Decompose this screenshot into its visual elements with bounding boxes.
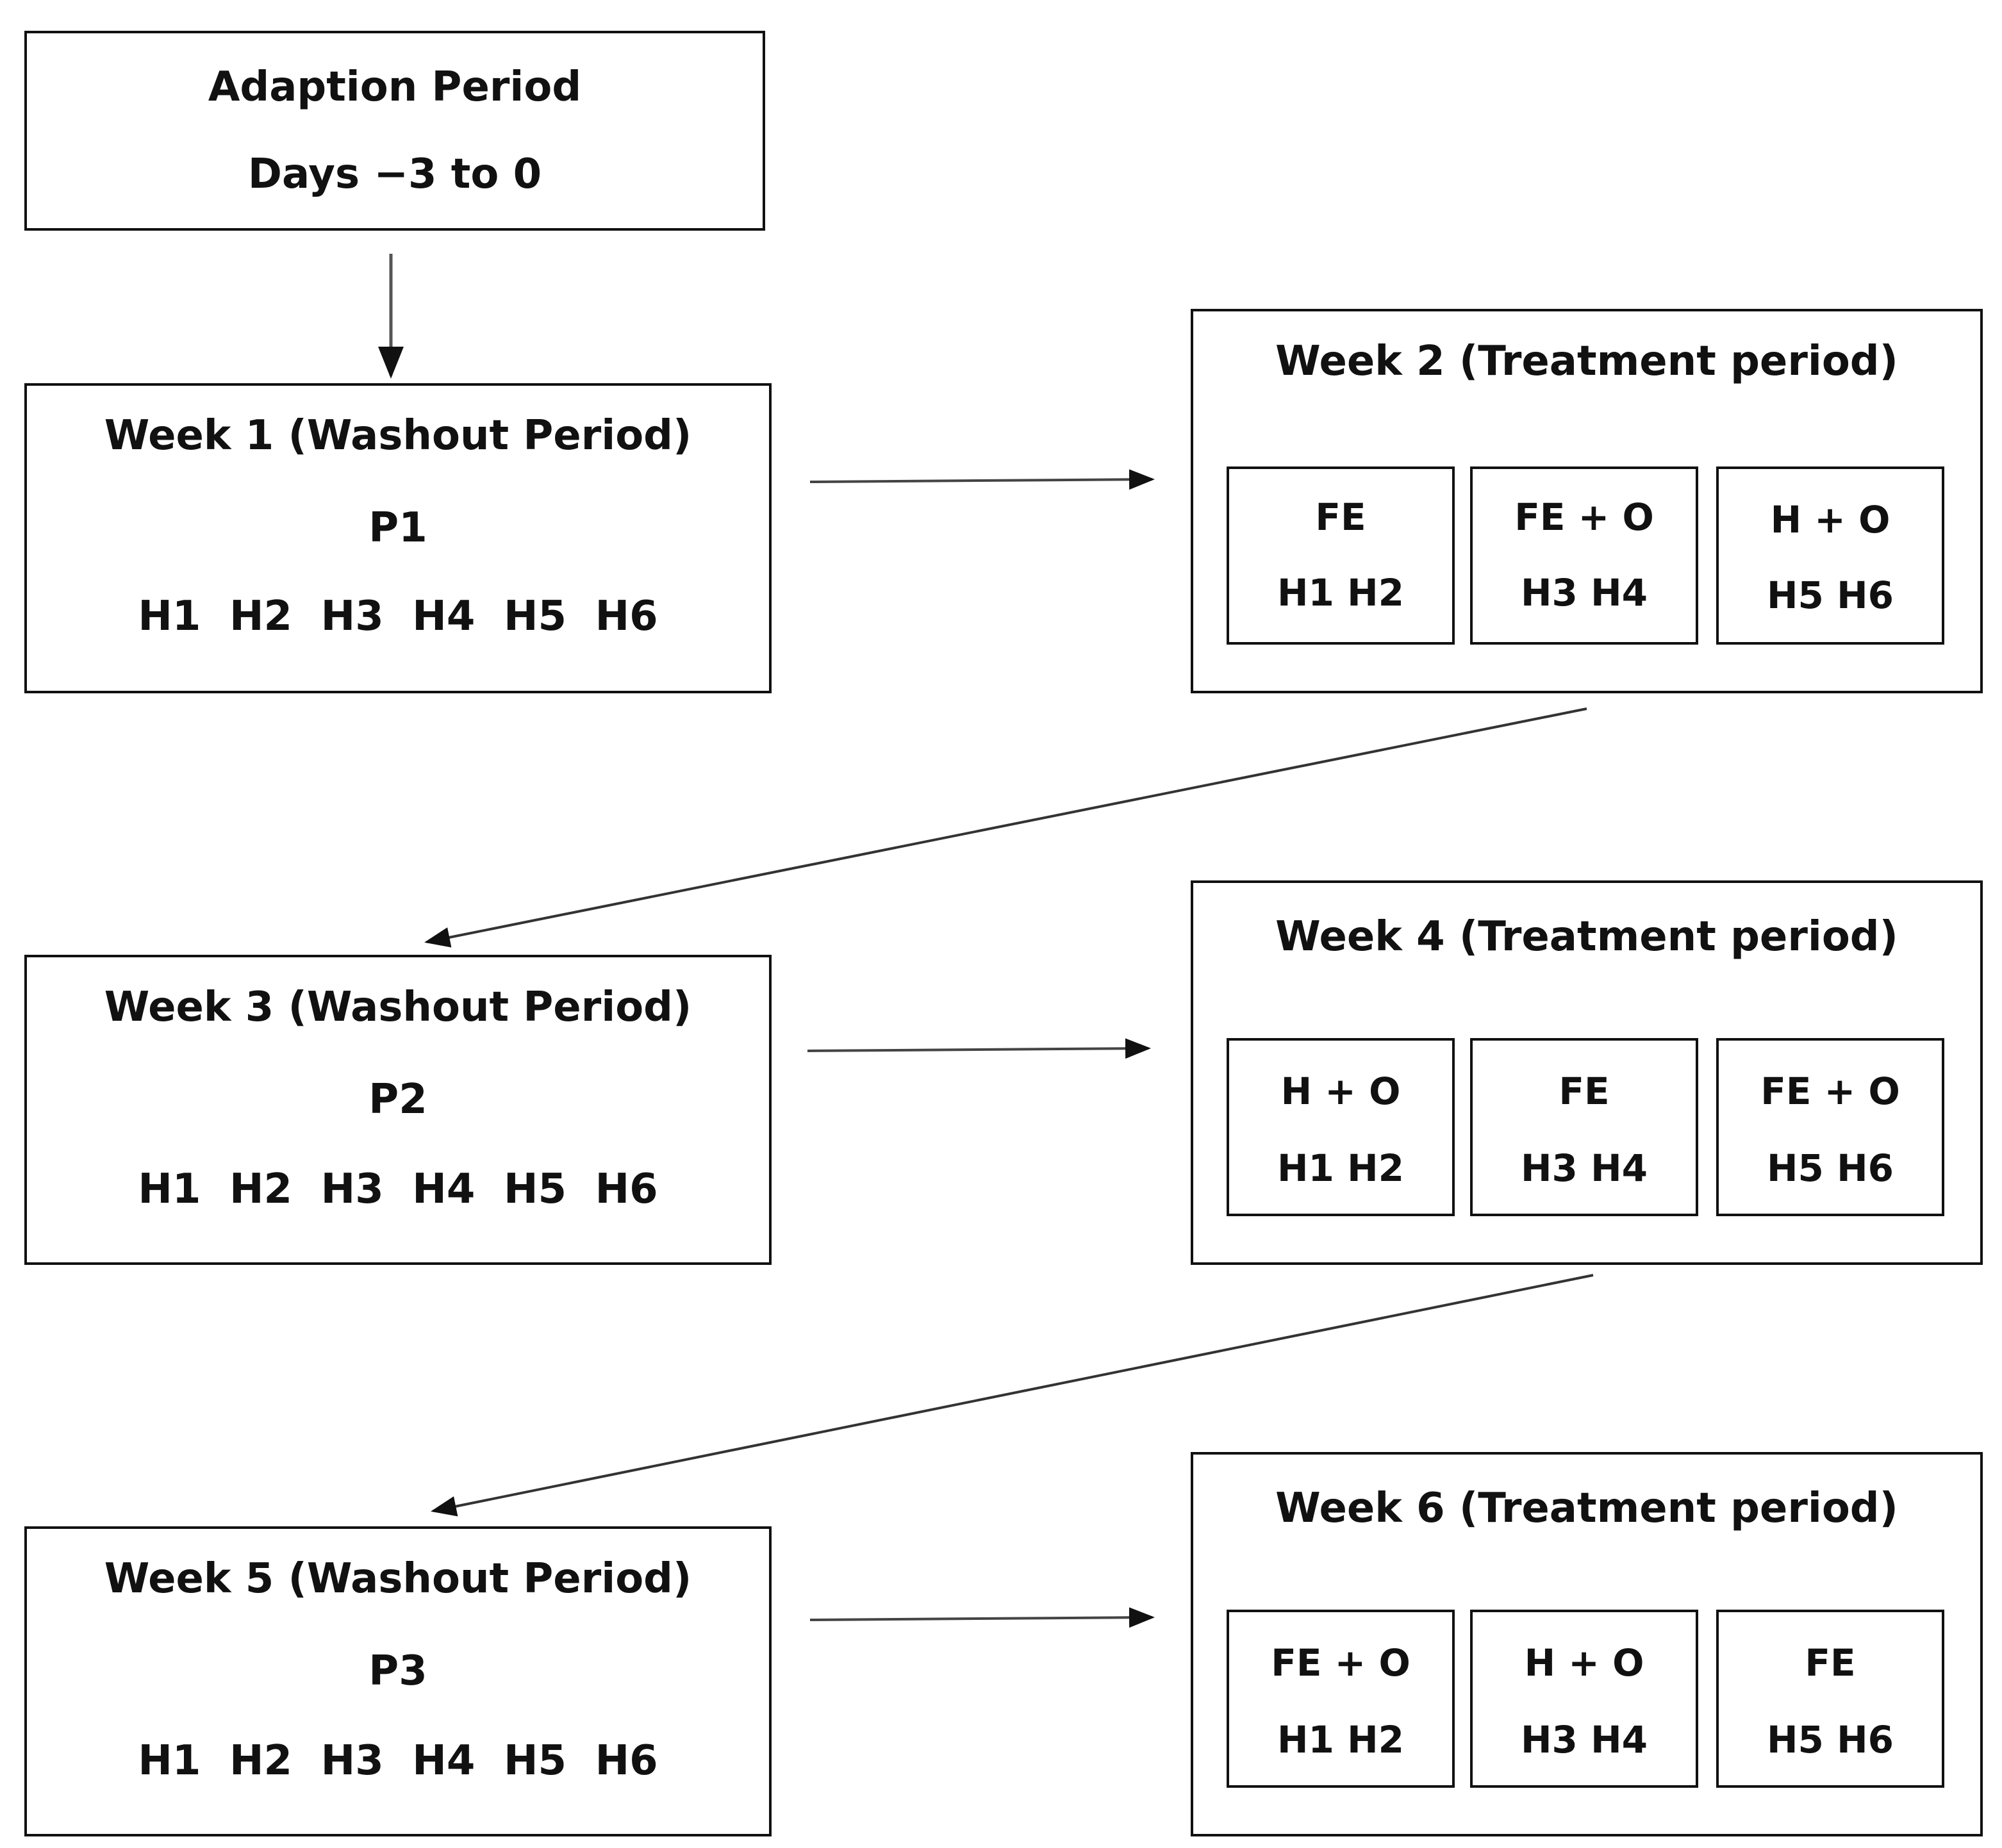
week-5-period: P3 (368, 1647, 427, 1695)
week-1-washout-box: Week 1 (Washout Period) P1 H1 H2 H3 H4 H… (24, 383, 772, 693)
week-4-group-1: H + O H1 H2 (1227, 1038, 1455, 1216)
week-4-group-3-hens: H5 H6 (1767, 1146, 1894, 1190)
week-5-hens: H1 H2 H3 H4 H5 H6 (138, 1737, 658, 1785)
week-2-group-1-diet: FE (1315, 495, 1366, 539)
week-3-title: Week 3 (Washout Period) (104, 984, 692, 1031)
week-2-group-3-diet: H + O (1770, 498, 1890, 541)
week-3-washout-box: Week 3 (Washout Period) P2 H1 H2 H3 H4 H… (24, 955, 772, 1265)
week-5-washout-box: Week 5 (Washout Period) P3 H1 H2 H3 H4 H… (24, 1526, 772, 1836)
week-2-group-3: H + O H5 H6 (1716, 466, 1944, 645)
week-6-group-1: FE + O H1 H2 (1227, 1610, 1455, 1788)
week-2-treatment-box: Week 2 (Treatment period) FE H1 H2 FE + … (1191, 309, 1983, 693)
week-2-group-1-hens: H1 H2 (1277, 571, 1404, 615)
arrow-week-1-to-week-2 (809, 469, 1155, 490)
week-4-group-1-hens: H1 H2 (1277, 1146, 1404, 1190)
adaption-period-days: Days −3 to 0 (247, 151, 542, 198)
week-2-group-3-hens: H5 H6 (1767, 573, 1894, 617)
week-4-title: Week 4 (Treatment period) (1275, 913, 1898, 961)
week-1-hens: H1 H2 H3 H4 H5 H6 (138, 593, 658, 640)
adaption-period-title: Adaption Period (208, 63, 582, 111)
week-4-group-1-diet: H + O (1280, 1069, 1401, 1113)
arrow-week-5-to-week-6 (809, 1607, 1155, 1628)
week-4-group-2: FE H3 H4 (1470, 1038, 1698, 1216)
week-2-group-2-hens: H3 H4 (1521, 571, 1648, 615)
week-2-group-1: FE H1 H2 (1227, 466, 1455, 645)
week-6-group-2: H + O H3 H4 (1470, 1610, 1698, 1788)
week-3-hens: H1 H2 H3 H4 H5 H6 (138, 1166, 658, 1213)
week-2-title: Week 2 (Treatment period) (1275, 338, 1898, 385)
week-6-group-2-diet: H + O (1524, 1641, 1644, 1685)
week-3-period: P2 (368, 1076, 427, 1123)
week-5-title: Week 5 (Washout Period) (104, 1555, 692, 1603)
week-4-group-3-diet: FE + O (1760, 1069, 1900, 1113)
week-2-group-2: FE + O H3 H4 (1470, 466, 1698, 645)
week-4-group-2-diet: FE (1559, 1069, 1610, 1113)
week-4-group-3: FE + O H5 H6 (1716, 1038, 1944, 1216)
adaption-period-box: Adaption Period Days −3 to 0 (24, 31, 765, 231)
week-4-group-2-hens: H3 H4 (1521, 1146, 1648, 1190)
week-6-group-1-hens: H1 H2 (1277, 1718, 1404, 1761)
week-6-group-3: FE H5 H6 (1716, 1610, 1944, 1788)
week-6-treatment-box: Week 6 (Treatment period) FE + O H1 H2 H… (1191, 1452, 1983, 1836)
week-6-group-1-diet: FE + O (1271, 1641, 1410, 1685)
arrow-week-3-to-week-4 (807, 1038, 1151, 1059)
arrow-week-2-to-week-3 (424, 707, 1587, 948)
week-1-period: P1 (368, 504, 427, 552)
week-6-group-2-hens: H3 H4 (1521, 1718, 1648, 1761)
week-1-title: Week 1 (Washout Period) (104, 412, 692, 459)
week-6-group-3-hens: H5 H6 (1767, 1718, 1894, 1761)
week-6-title: Week 6 (Treatment period) (1275, 1485, 1898, 1532)
week-2-group-2-diet: FE + O (1514, 495, 1654, 539)
week-6-group-3-diet: FE (1805, 1641, 1856, 1685)
arrow-week-4-to-week-5 (431, 1274, 1594, 1517)
week-4-treatment-box: Week 4 (Treatment period) H + O H1 H2 FE… (1191, 880, 1983, 1265)
